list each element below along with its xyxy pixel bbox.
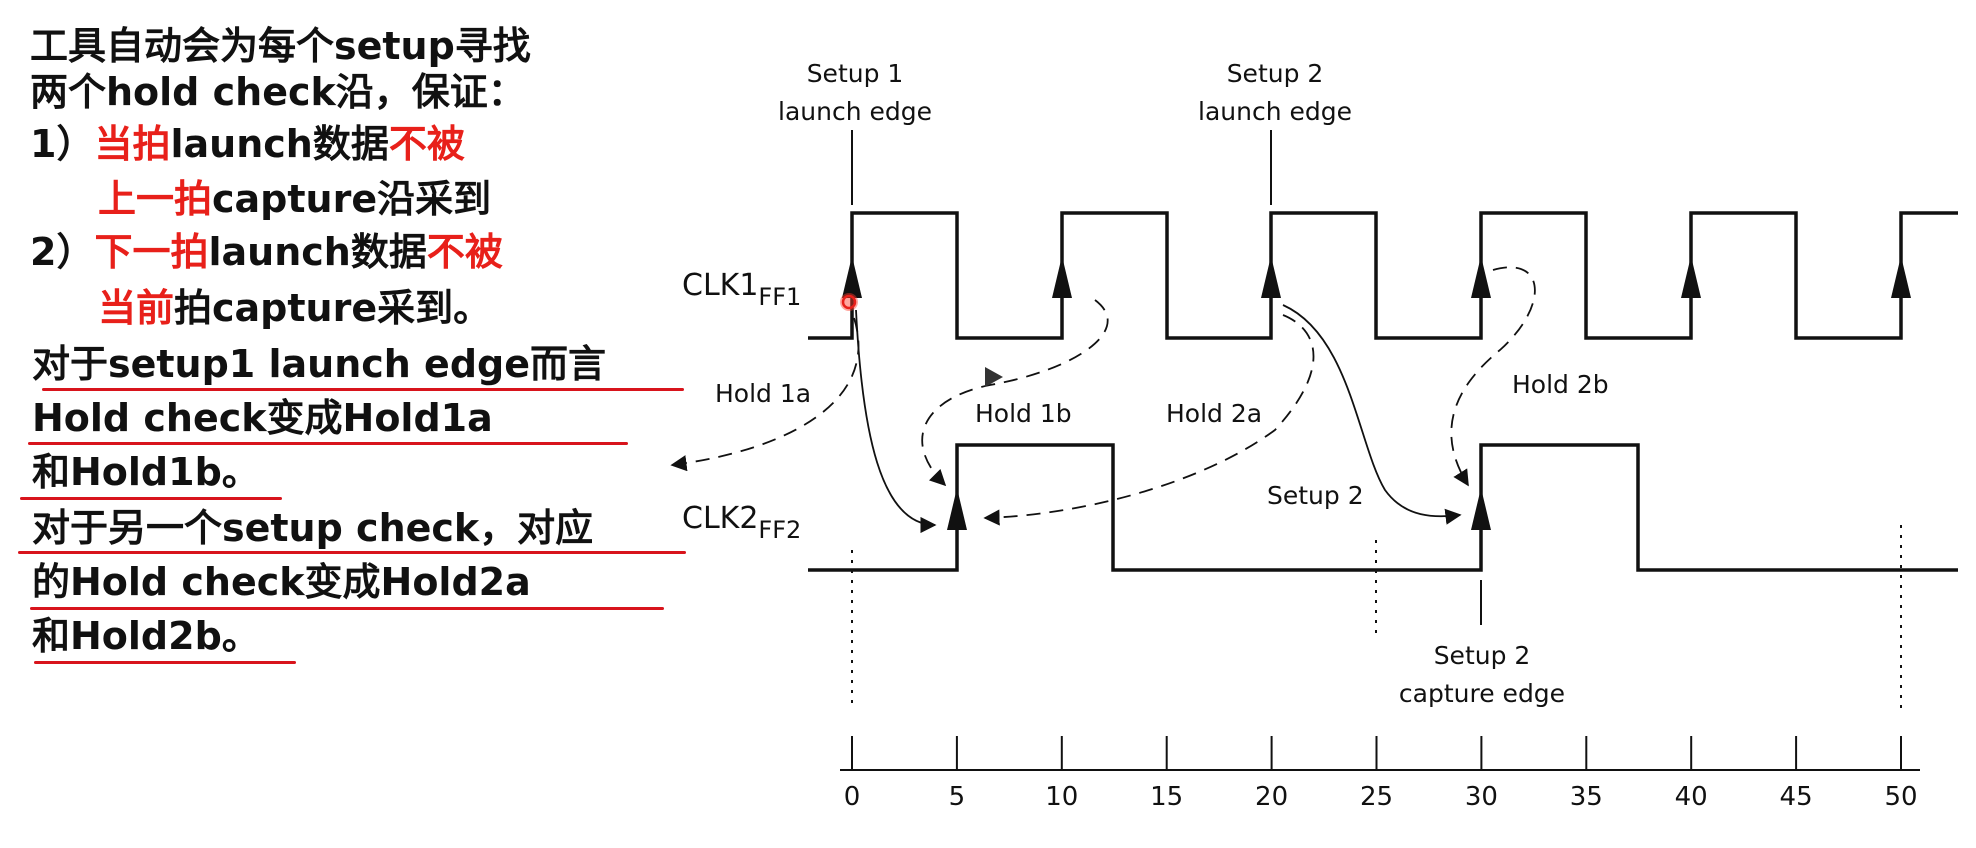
clk1-label-main: CLK1 bbox=[682, 268, 758, 303]
clk2-label-main: CLK2 bbox=[682, 501, 758, 536]
hold2b-arrow bbox=[1450, 266, 1536, 487]
clk1-edge-arrow-40 bbox=[1681, 256, 1701, 298]
axis-tick-label-35: 35 bbox=[1570, 782, 1603, 812]
setup2-launch-label-2: launch edge bbox=[1198, 97, 1352, 126]
note-line-6-rest: 拍capture采到。 bbox=[174, 286, 492, 330]
setup1-launch-label-2: launch edge bbox=[778, 97, 932, 126]
note-line-11: 的Hold check变成Hold2a bbox=[32, 560, 531, 604]
note-line-6: 当前拍capture采到。 bbox=[98, 284, 491, 332]
hold1b-arrow bbox=[921, 299, 1109, 487]
axis-tick-label-25: 25 bbox=[1360, 782, 1393, 812]
setup2-capture-label-1: Setup 2 bbox=[1434, 641, 1531, 670]
note-line-12: 和Hold2b。 bbox=[32, 614, 260, 658]
setup1-arrow bbox=[855, 309, 937, 534]
note-line-4-rest: capture沿采到 bbox=[212, 177, 492, 221]
note-line-7: 对于setup1 launch edge而言 bbox=[32, 342, 607, 386]
note-line-3-prefix: 1） bbox=[30, 122, 95, 166]
underline-3 bbox=[20, 497, 282, 500]
axis-tick-label-50: 50 bbox=[1884, 782, 1917, 812]
axis-tick-label-20: 20 bbox=[1255, 782, 1288, 812]
hold1b-label: Hold 1b bbox=[975, 399, 1072, 428]
setup1-launch-label-1: Setup 1 bbox=[807, 59, 904, 88]
setup2-launch-label-1: Setup 2 bbox=[1227, 59, 1324, 88]
clk1-label-sub: FF1 bbox=[758, 283, 801, 311]
clk1-edge-arrow-10 bbox=[1052, 256, 1072, 298]
note-line-3-red2: 不被 bbox=[388, 122, 465, 166]
setup2-arrow bbox=[1282, 304, 1462, 525]
clk2-label: CLK2FF2 bbox=[682, 501, 801, 544]
note-line-2: 两个hold check沿，保证： bbox=[30, 70, 526, 114]
note-line-9: 和Hold1b。 bbox=[32, 450, 260, 494]
axis-tick-label-15: 15 bbox=[1150, 782, 1183, 812]
clk1-waveform bbox=[808, 211, 1958, 340]
hold2a-label: Hold 2a bbox=[1166, 399, 1262, 428]
note-line-10: 对于另一个setup check，对应 bbox=[32, 506, 594, 550]
clk2-waveform bbox=[808, 443, 1958, 572]
time-axis-ticks: 0 5 10 15 20 25 30 35 40 45 50 bbox=[844, 736, 1918, 812]
note-line-3-red1: 当拍 bbox=[94, 122, 171, 166]
note-line-5-red2: 不被 bbox=[426, 230, 503, 274]
underline-4 bbox=[18, 551, 686, 554]
axis-tick-label-10: 10 bbox=[1045, 782, 1078, 812]
clk1-edge-arrow-50 bbox=[1891, 256, 1911, 298]
note-line-4: 上一拍capture沿采到 bbox=[98, 175, 491, 223]
note-line-5: 2）下一拍launch数据不被 bbox=[30, 228, 503, 276]
underline-2 bbox=[28, 442, 628, 445]
clk1-edge-arrow-0 bbox=[842, 256, 862, 298]
clk1-label: CLK1FF1 bbox=[682, 268, 801, 311]
clk2-edge-arrow-30 bbox=[1471, 488, 1491, 530]
note-line-5-red1: 下一拍 bbox=[94, 230, 209, 274]
hold2a-arrow bbox=[983, 314, 1315, 526]
setup2-mid-label: Setup 2 bbox=[1267, 481, 1364, 510]
notes-panel: 工具自动会为每个setup寻找 两个hold check沿，保证： 1）当拍la… bbox=[0, 0, 700, 848]
axis-tick-label-0: 0 bbox=[844, 782, 861, 812]
note-line-4-red: 上一拍 bbox=[98, 177, 213, 221]
hold2b-label: Hold 2b bbox=[1512, 370, 1609, 399]
clk2-label-sub: FF2 bbox=[758, 516, 801, 544]
note-line-3: 1）当拍launch数据不被 bbox=[30, 120, 465, 168]
note-line-6-red: 当前 bbox=[98, 286, 175, 330]
underline-6 bbox=[34, 661, 296, 664]
underline-5 bbox=[30, 607, 664, 610]
note-line-3-mid: launch数据 bbox=[170, 122, 389, 166]
play-cursor-icon bbox=[985, 367, 1003, 387]
axis-tick-label-30: 30 bbox=[1465, 782, 1498, 812]
note-line-5-prefix: 2） bbox=[30, 230, 95, 274]
note-line-8: Hold check变成Hold1a bbox=[32, 396, 493, 440]
clk1-edge-arrow-30 bbox=[1471, 256, 1491, 298]
note-line-5-mid: launch数据 bbox=[208, 230, 427, 274]
axis-tick-label-45: 45 bbox=[1780, 782, 1813, 812]
hold1a-label: Hold 1a bbox=[715, 379, 811, 408]
axis-tick-label-40: 40 bbox=[1675, 782, 1708, 812]
hold1a-arrow bbox=[670, 317, 860, 472]
underline-1 bbox=[42, 388, 684, 391]
pointer-dot-icon bbox=[841, 294, 857, 310]
note-line-1: 工具自动会为每个setup寻找 bbox=[30, 24, 531, 68]
clk2-edge-arrow-5 bbox=[947, 488, 967, 530]
axis-tick-label-5: 5 bbox=[949, 782, 966, 812]
setup2-capture-label-2: capture edge bbox=[1399, 679, 1565, 708]
clk1-edge-arrow-20 bbox=[1261, 256, 1281, 298]
